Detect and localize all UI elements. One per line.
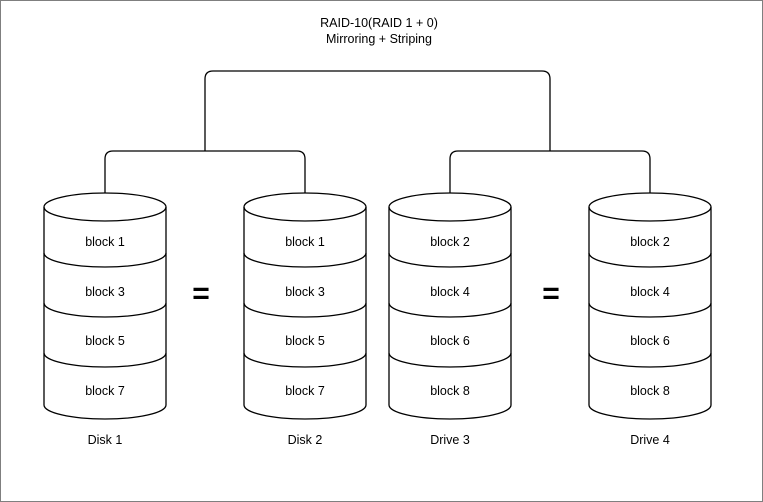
cylinder-outline <box>388 192 512 420</box>
block-divider <box>43 302 167 318</box>
block-divider <box>388 302 512 318</box>
cylinder-top-ellipse <box>388 206 512 222</box>
block-label: block 1 <box>285 235 325 249</box>
diagram-title: RAID-10(RAID 1 + 0) <box>320 16 438 30</box>
raid1-connector-left <box>104 150 306 194</box>
block-divider <box>243 302 367 318</box>
raid1-connector-right <box>449 150 651 194</box>
disk-cylinder-3: block 2 block 4 block 6 block 8 Drive 3 <box>388 192 512 447</box>
block-divider <box>388 352 512 368</box>
cylinder-top-ellipse <box>243 206 367 222</box>
block-label: block 3 <box>85 285 125 299</box>
block-label: block 5 <box>85 334 125 348</box>
block-label: block 7 <box>85 384 125 398</box>
block-divider <box>388 252 512 268</box>
cylinder-top-ellipse <box>588 206 712 222</box>
block-divider <box>588 352 712 368</box>
disk-cylinder-1: block 1 block 3 block 5 block 7 Disk 1 <box>43 192 167 447</box>
disk-name-label: Drive 3 <box>430 433 470 447</box>
cylinder-outline <box>588 192 712 420</box>
block-divider <box>243 352 367 368</box>
disk-cylinder-2: block 1 block 3 block 5 block 7 Disk 2 <box>243 192 367 447</box>
block-divider <box>588 252 712 268</box>
block-divider <box>43 352 167 368</box>
block-label: block 1 <box>85 235 125 249</box>
block-label: block 6 <box>630 334 670 348</box>
block-label: block 3 <box>285 285 325 299</box>
block-label: block 7 <box>285 384 325 398</box>
block-label: block 4 <box>630 285 670 299</box>
block-label: block 5 <box>285 334 325 348</box>
equals-sign-right: = <box>542 277 560 310</box>
cylinder-outline <box>43 192 167 420</box>
block-divider <box>43 252 167 268</box>
disk-name-label: Disk 1 <box>88 433 123 447</box>
block-divider <box>588 302 712 318</box>
diagram-subtitle: Mirroring + Striping <box>326 32 432 46</box>
disk-cylinder-4: block 2 block 4 block 6 block 8 Drive 4 <box>588 192 712 447</box>
block-label: block 6 <box>430 334 470 348</box>
disk-name-label: Disk 2 <box>288 433 323 447</box>
block-label: block 8 <box>430 384 470 398</box>
block-divider <box>243 252 367 268</box>
cylinder-outline <box>243 192 367 420</box>
block-label: block 2 <box>630 235 670 249</box>
disk-name-label: Drive 4 <box>630 433 670 447</box>
block-label: block 8 <box>630 384 670 398</box>
raid0-connector <box>204 70 551 151</box>
block-label: block 2 <box>430 235 470 249</box>
cylinder-top-ellipse <box>43 206 167 222</box>
block-label: block 4 <box>430 285 470 299</box>
equals-sign-left: = <box>192 277 210 310</box>
